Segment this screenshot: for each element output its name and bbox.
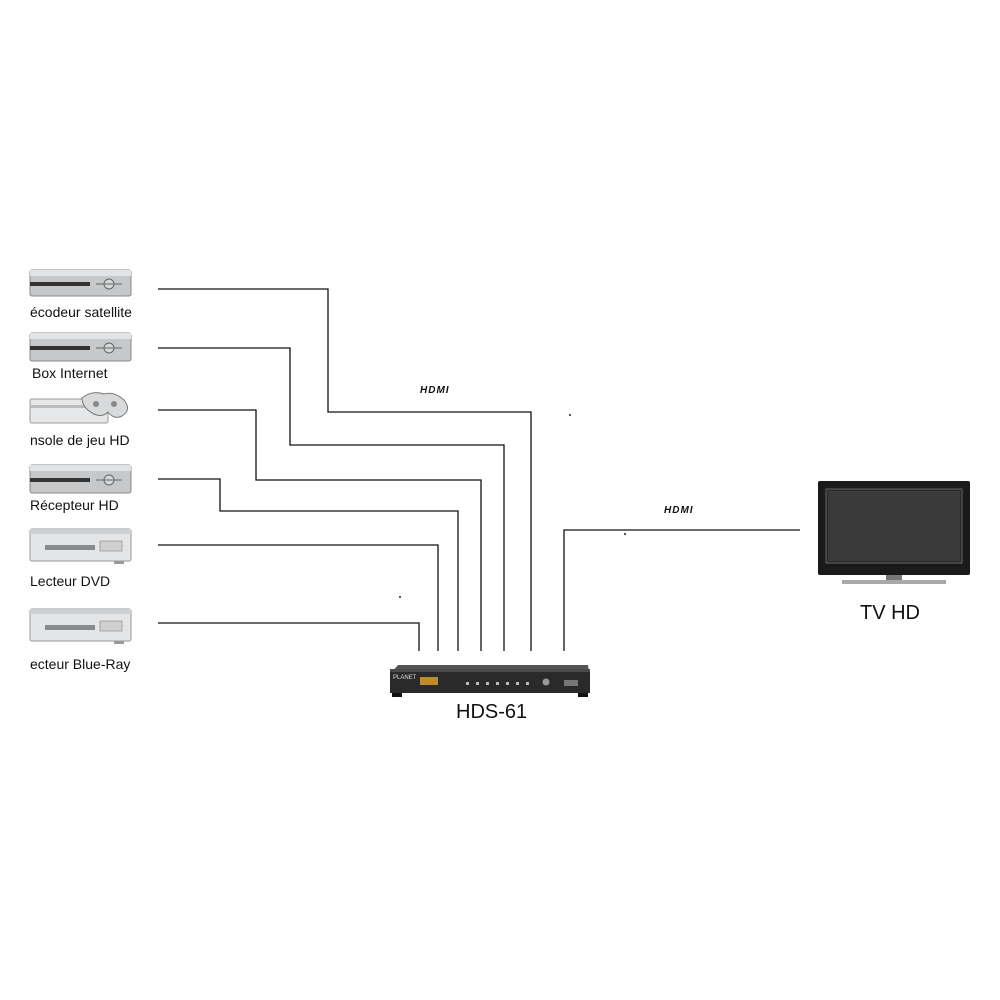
bluray-player-icon xyxy=(29,608,132,644)
cable-tv xyxy=(563,529,800,651)
device-label-dvd: Lecteur DVD xyxy=(30,573,111,589)
internet-box-icon xyxy=(29,332,132,362)
hdmi-switch-icon xyxy=(390,665,590,697)
hd-receiver-icon xyxy=(29,464,132,494)
switch-brand-label: PLANET xyxy=(393,675,417,681)
device-label-console: nsole de jeu HD xyxy=(30,432,130,448)
tv-label: TV HD xyxy=(860,602,920,624)
device-label-box: Box Internet xyxy=(32,365,108,381)
cable-box xyxy=(158,347,505,651)
device-label-bluray: ecteur Blue-Ray xyxy=(30,656,131,672)
hdmi-input-label: HDMI xyxy=(420,385,450,396)
device-label-satellite: écodeur satellite xyxy=(30,304,132,320)
cable-dvd xyxy=(158,544,439,651)
cable-bluray xyxy=(158,622,420,651)
tv-icon xyxy=(818,481,970,584)
device-label-receiver: Récepteur HD xyxy=(30,497,119,513)
dvd-player-icon xyxy=(29,528,132,564)
hdmi-output-label: HDMI xyxy=(664,505,694,516)
cable-receiver xyxy=(158,478,459,651)
cable-console xyxy=(158,409,482,651)
satellite-decoder-icon xyxy=(29,269,132,297)
game-console-icon xyxy=(29,392,128,424)
cable-satellite xyxy=(158,288,532,651)
switch-label: HDS-61 xyxy=(456,701,528,723)
